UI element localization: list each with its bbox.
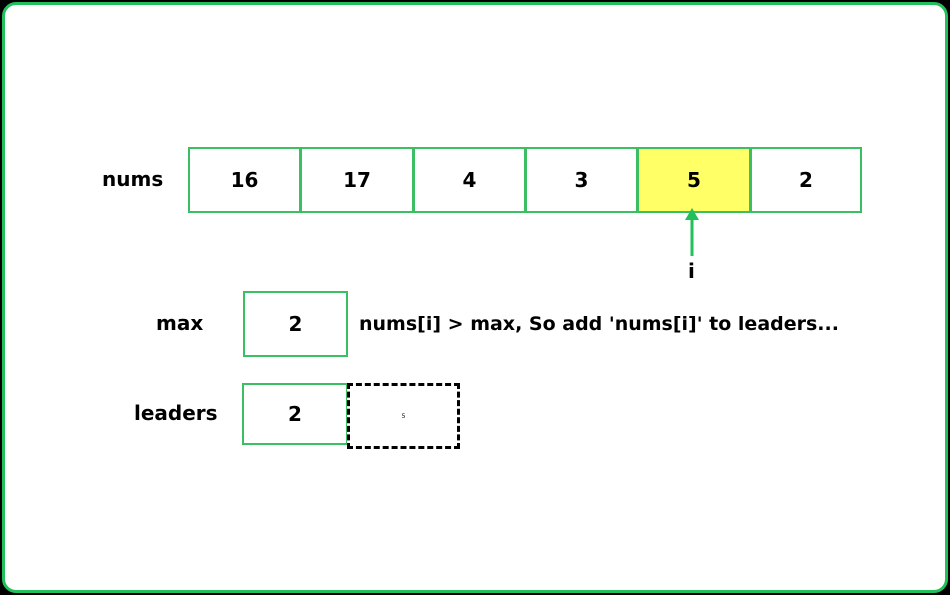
- leaders-pending-cell: 5: [347, 383, 460, 449]
- max-label: max: [156, 311, 204, 335]
- nums-cell-highlighted: 5: [637, 147, 751, 213]
- leaders-cell: 2: [242, 383, 348, 445]
- max-value-cell: 2: [243, 291, 348, 357]
- nums-label: nums: [102, 167, 164, 191]
- nums-cell: 4: [413, 147, 526, 213]
- nums-cell: 16: [188, 147, 301, 213]
- up-arrow-icon: [685, 208, 699, 256]
- step-note: nums[i] > max, So add 'nums[i]' to leade…: [359, 313, 839, 335]
- nums-cell: 2: [750, 147, 862, 213]
- leaders-label: leaders: [134, 401, 218, 425]
- nums-cell: 17: [300, 147, 414, 213]
- nums-cell: 3: [525, 147, 638, 213]
- pointer-label: i: [688, 259, 695, 283]
